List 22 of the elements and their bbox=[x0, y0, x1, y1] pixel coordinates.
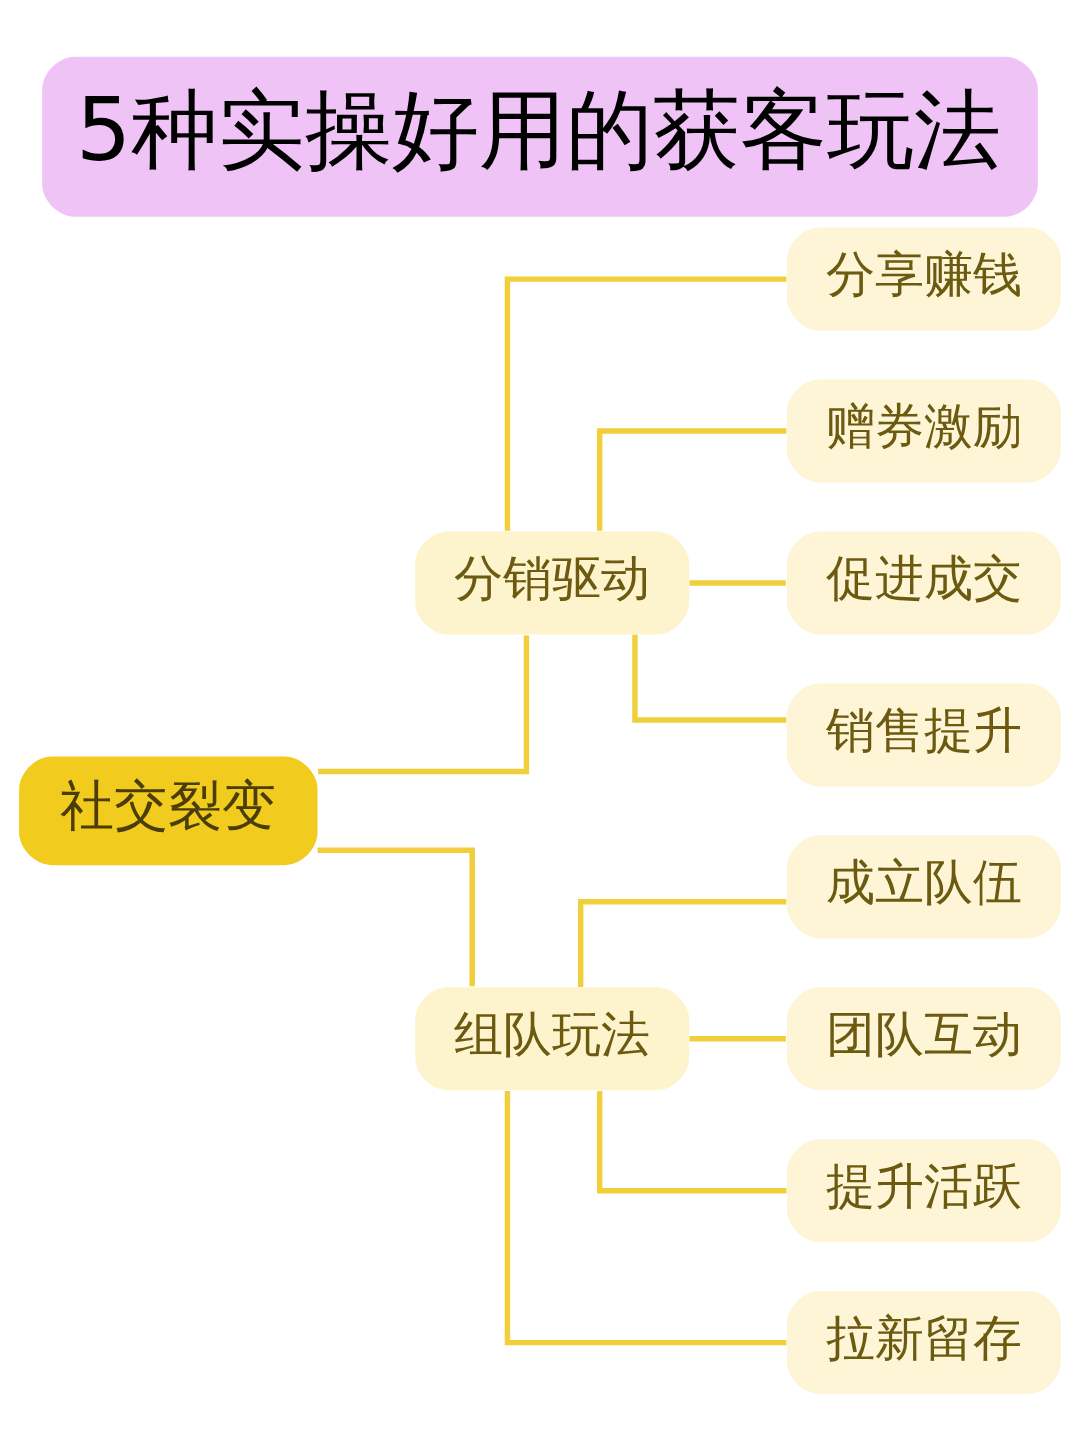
node-box: 提升活跃 bbox=[786, 1139, 1061, 1243]
node-box: 社交裂变 bbox=[19, 756, 318, 866]
diagram-title: 5种实操好用的获客玩法 bbox=[76, 79, 1002, 181]
connector bbox=[632, 634, 787, 723]
connector bbox=[504, 276, 787, 531]
connector bbox=[577, 899, 787, 987]
connector bbox=[596, 1091, 787, 1194]
node-box: 分享赚钱 bbox=[786, 227, 1061, 331]
connector bbox=[317, 847, 475, 987]
node-box: 组队玩法 bbox=[415, 987, 690, 1091]
connector bbox=[318, 635, 530, 775]
node-box: 分销驱动 bbox=[415, 531, 690, 635]
node-box: 销售提升 bbox=[786, 683, 1061, 787]
node-box: 促进成交 bbox=[786, 531, 1061, 635]
node-box: 拉新留存 bbox=[786, 1291, 1061, 1395]
node-box: 团队互动 bbox=[786, 987, 1061, 1091]
connector bbox=[689, 580, 786, 586]
connector bbox=[504, 1091, 787, 1346]
connector bbox=[596, 428, 787, 531]
node-box: 赠券激励 bbox=[786, 379, 1061, 483]
connector bbox=[689, 1036, 786, 1042]
node-box: 成立队伍 bbox=[786, 835, 1061, 939]
